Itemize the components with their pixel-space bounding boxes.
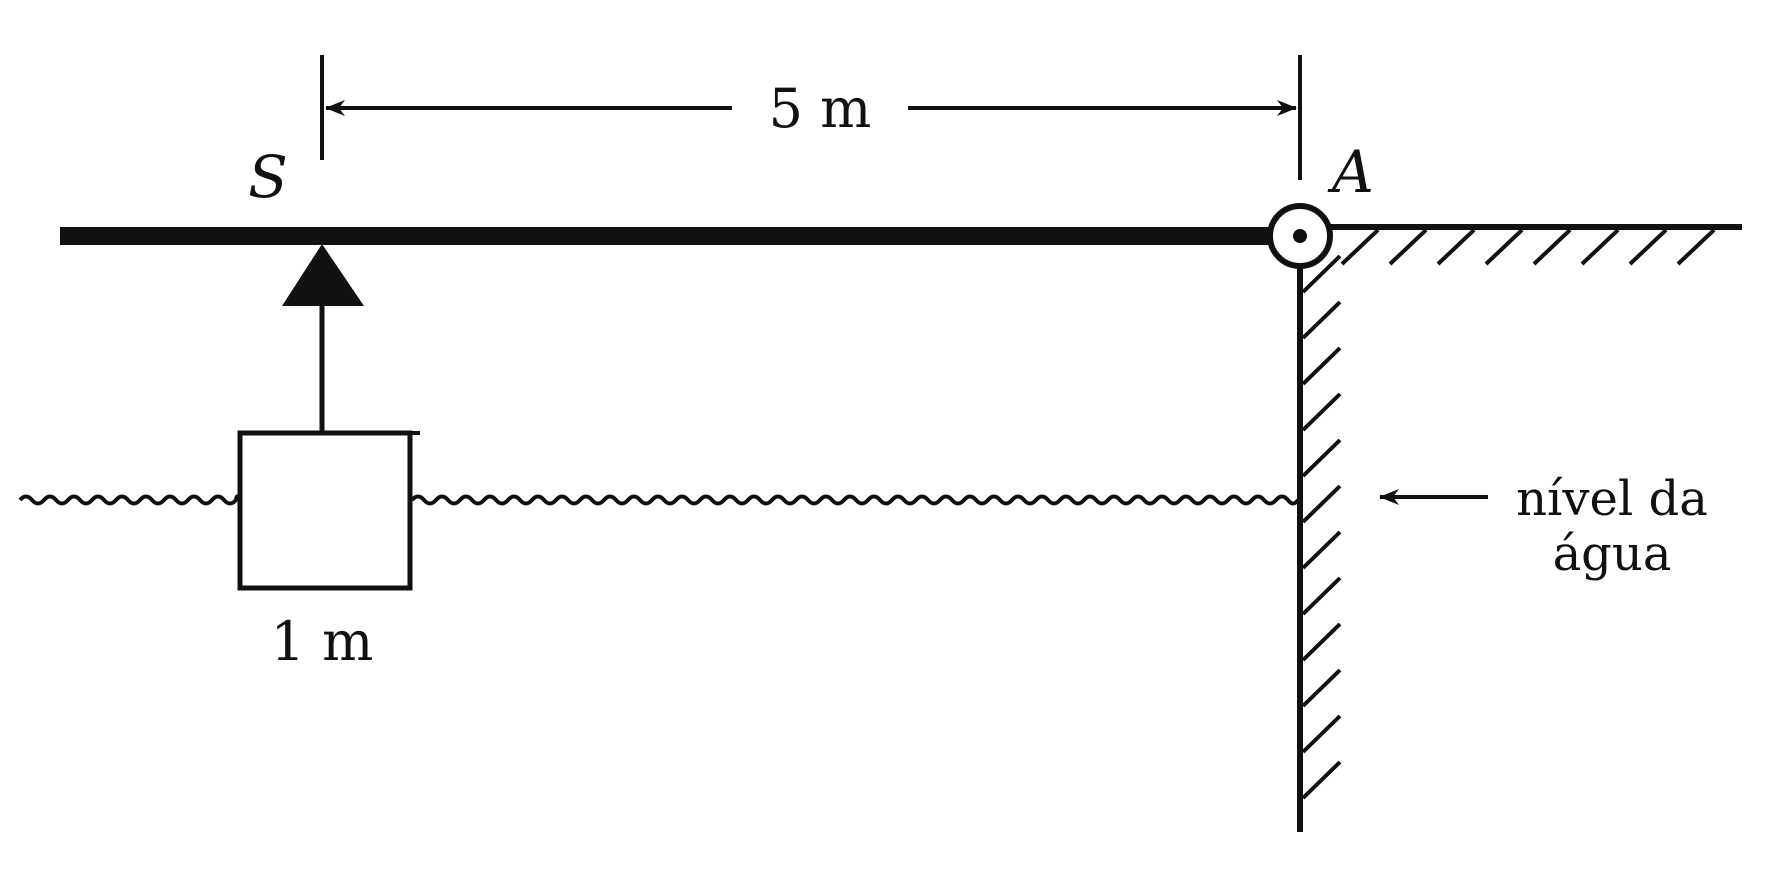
wall-hatch-line <box>1301 484 1342 524</box>
wall-hatching <box>1301 254 1342 800</box>
water-surface-right <box>410 494 1300 506</box>
wall-hatch-line <box>1301 300 1342 340</box>
water-level-annotation: nível da água <box>1379 471 1708 582</box>
wall-hatch-line <box>1301 530 1342 570</box>
ground-hatch-line <box>1628 228 1668 266</box>
water-level-label-line2: água <box>1553 526 1672 582</box>
support-s <box>282 244 364 432</box>
wall-hatch-line <box>1301 392 1342 432</box>
wall-hatch-line <box>1301 576 1342 616</box>
wall-ground <box>1297 224 1742 832</box>
point-a-label: A <box>1327 138 1374 206</box>
block-size-label: 1 m <box>271 610 374 673</box>
ground-hatch-line <box>1580 228 1620 266</box>
water-surface-left <box>18 494 240 506</box>
dimension-5m: 5 m <box>320 55 1302 180</box>
ground-hatch-line <box>1436 228 1476 266</box>
wall-hatch-line <box>1301 760 1342 800</box>
ground-hatching <box>1340 228 1716 266</box>
support-s-arrowhead <box>282 244 364 306</box>
ground-hatch-line <box>1532 228 1572 266</box>
wall-hatch-line <box>1301 668 1342 708</box>
wall-hatch-line <box>1301 438 1342 478</box>
wall-hatch-line <box>1301 346 1342 386</box>
point-s-label: S <box>248 143 288 211</box>
ground-hatch-line <box>1484 228 1524 266</box>
water-level-label-line1: nível da <box>1516 471 1708 527</box>
wall-hatch-line <box>1301 622 1342 662</box>
ground-hatch-line <box>1676 228 1716 266</box>
wall-hatch-line <box>1301 714 1342 754</box>
hinge-a-pin <box>1293 229 1307 243</box>
wall-hatch-line <box>1301 254 1342 294</box>
ground-hatch-line <box>1388 228 1428 266</box>
ground-hatch-line <box>1340 228 1380 266</box>
floating-block <box>237 430 413 591</box>
hinge-a <box>1267 203 1333 269</box>
span-distance-label: 5 m <box>769 77 872 140</box>
